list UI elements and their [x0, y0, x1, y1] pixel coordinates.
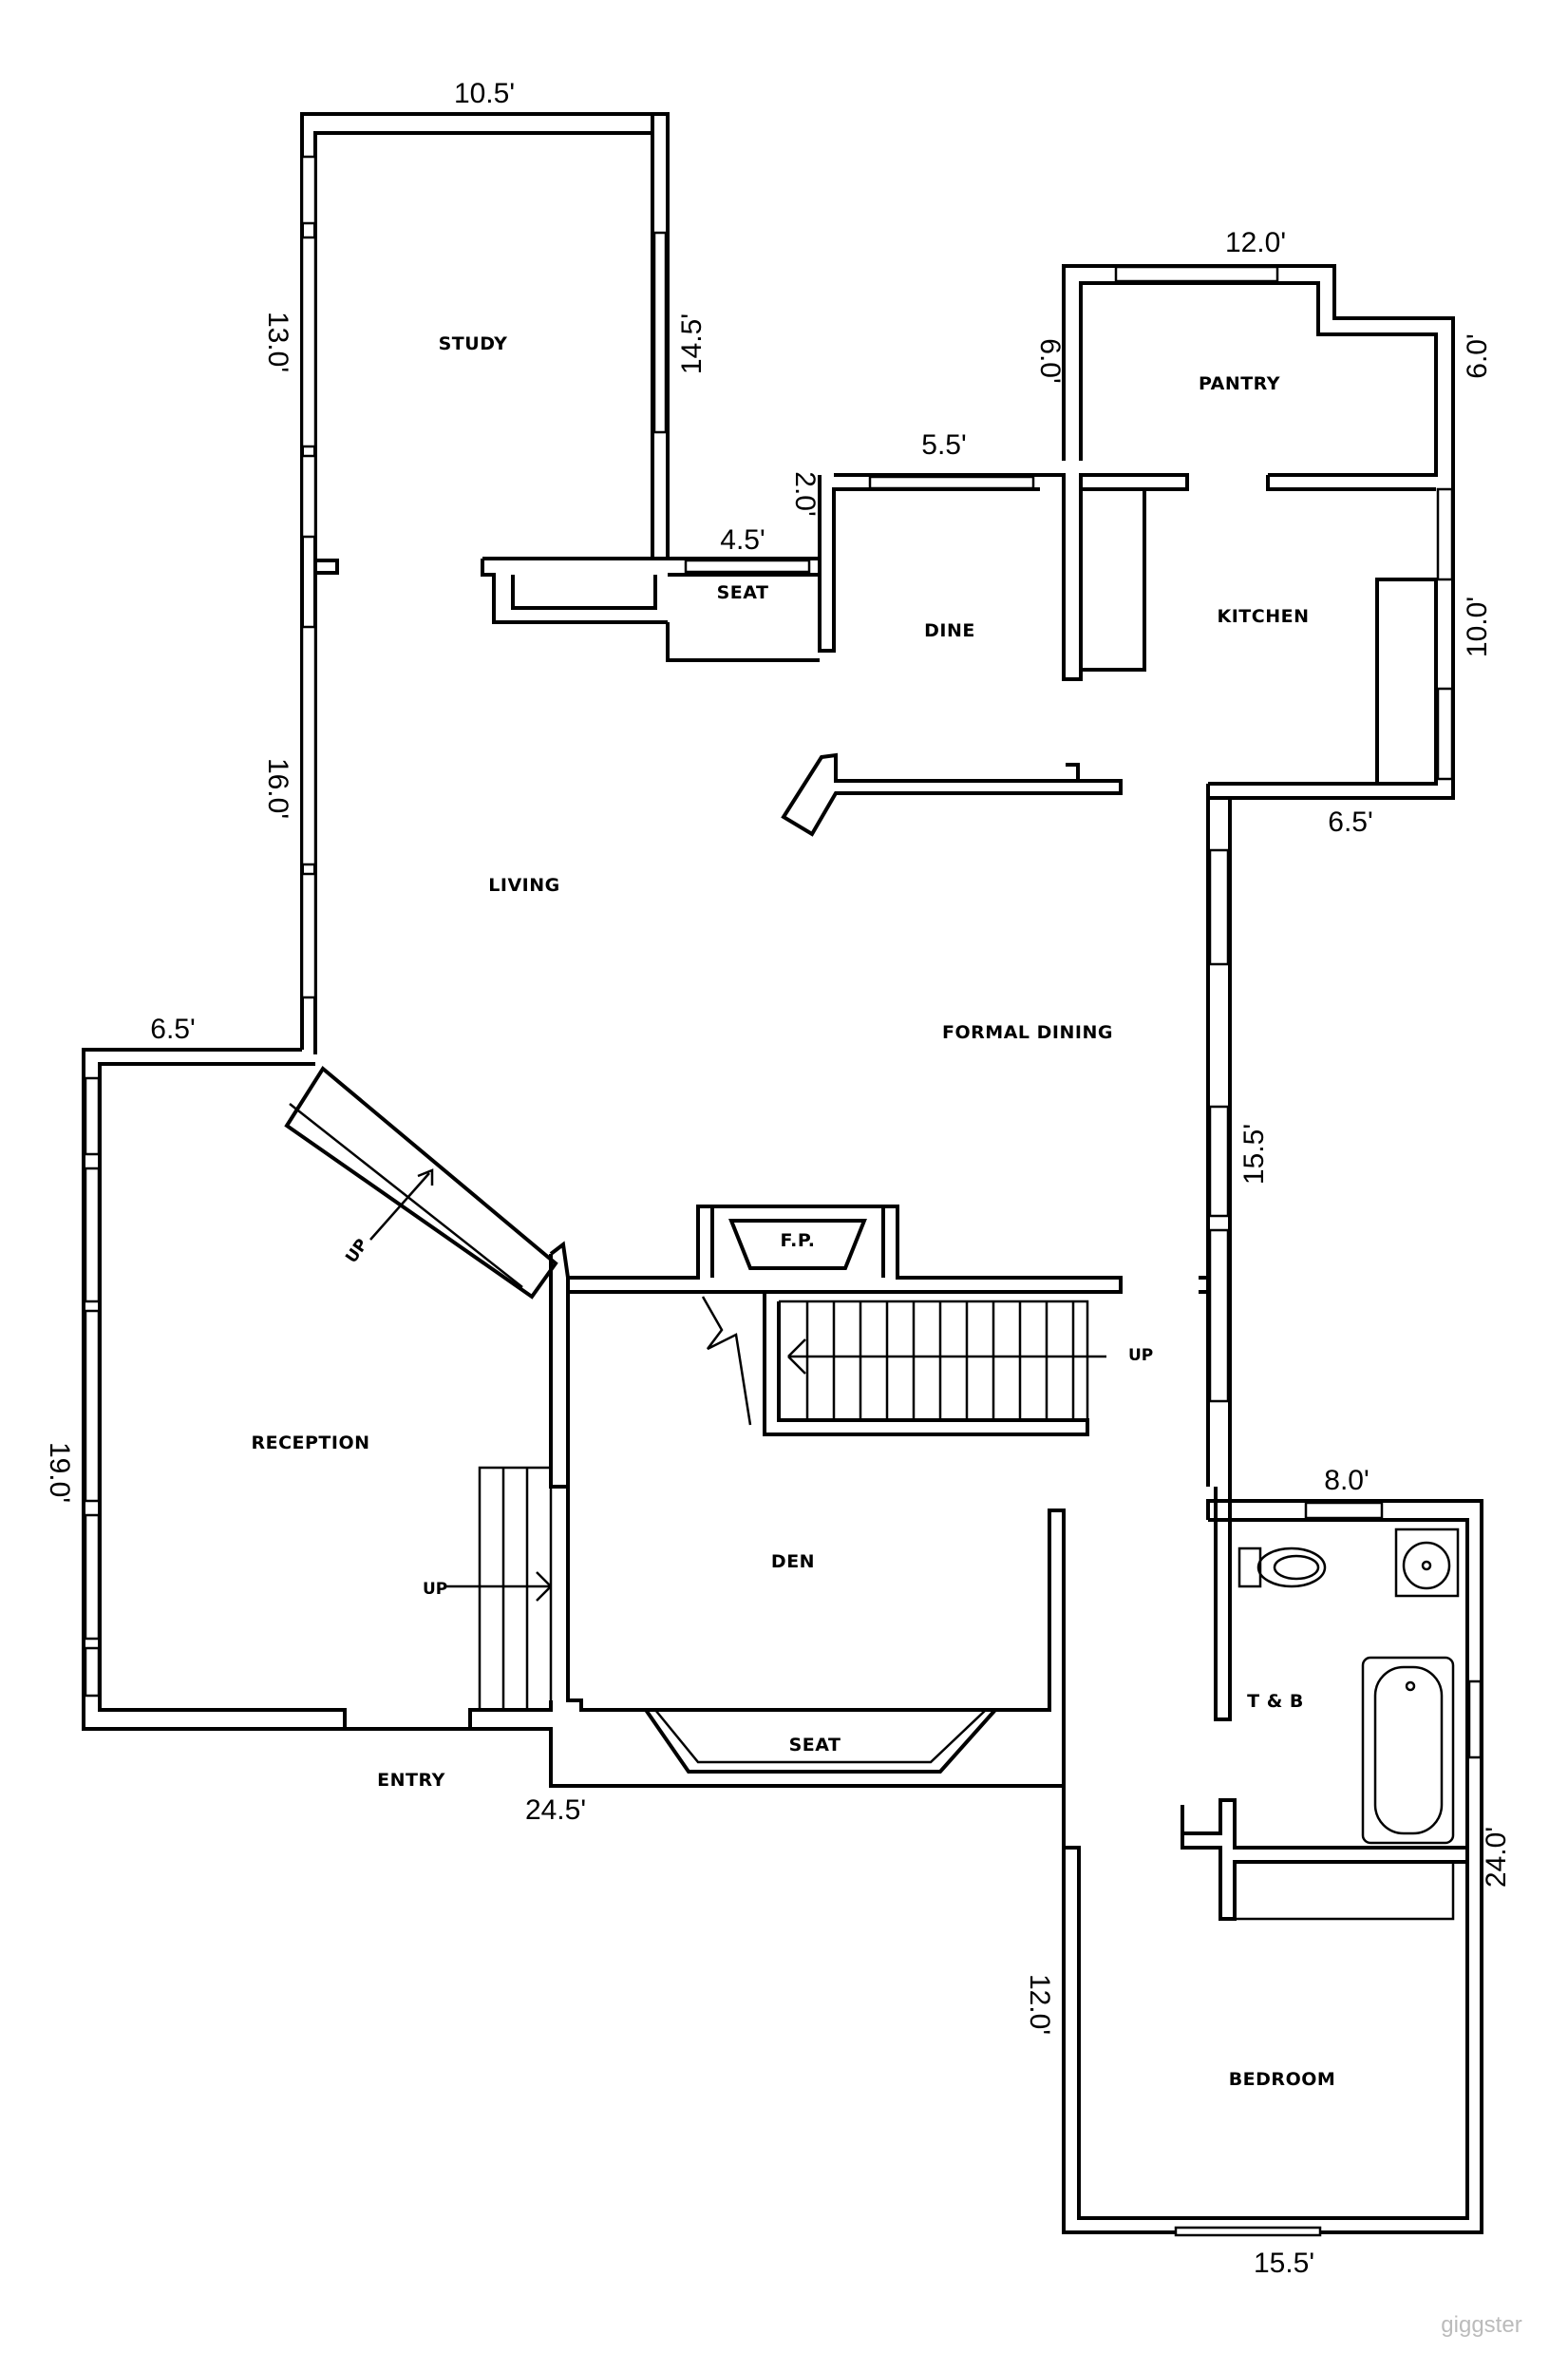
- watermark: giggster: [1441, 2312, 1521, 2338]
- up-reception-label: UP: [423, 1580, 447, 1599]
- dim-dining-right: 15.5': [1238, 1124, 1270, 1185]
- up-diagonal-label: UP: [342, 1236, 371, 1267]
- dim-bath-right: 24.0': [1481, 1827, 1512, 1888]
- reception-stair: [446, 1466, 553, 1712]
- sink-icon: [1394, 1528, 1460, 1598]
- room-label-den: DEN: [771, 1551, 815, 1572]
- room-label-reception: RECEPTION: [251, 1433, 369, 1453]
- room-label-entry: ENTRY: [377, 1770, 445, 1791]
- dim-pantry-width: 12.0': [1225, 227, 1286, 258]
- dim-bath-width: 8.0': [1324, 1465, 1369, 1496]
- room-label-dine: DINE: [924, 620, 975, 641]
- room-label-pantry: PANTRY: [1199, 373, 1280, 394]
- room-label-study: STUDY: [439, 333, 508, 354]
- dining-walls: [1199, 798, 1230, 1520]
- main-stair: [701, 1292, 1106, 1436]
- dim-bedroom-left: 12.0': [1024, 1974, 1055, 2035]
- up-main-label: UP: [1128, 1346, 1153, 1365]
- pantry-walls: [1040, 264, 1455, 1520]
- room-label-formal-dining: FORMAL DINING: [942, 1022, 1113, 1043]
- study-walls: [300, 112, 670, 1054]
- dim-reception-top: 6.5': [150, 1014, 195, 1045]
- room-label-seat-top: SEAT: [717, 582, 769, 603]
- dim-entry-width: 24.5': [525, 1794, 586, 1826]
- dim-study-width: 10.5': [454, 78, 515, 109]
- room-label-kitchen: KITCHEN: [1218, 606, 1310, 627]
- dim-kitchen-right: 10.0': [1462, 597, 1493, 657]
- room-label-living: LIVING: [488, 875, 559, 896]
- bathtub-icon: [1361, 1656, 1455, 1845]
- dim-bedroom-bottom: 15.5': [1254, 2248, 1314, 2279]
- counter-walls: [781, 752, 1123, 837]
- dim-dine-offset: 2.0': [789, 471, 821, 516]
- dim-reception-left: 19.0': [44, 1442, 75, 1503]
- room-label-seat-bottom: SEAT: [789, 1735, 841, 1755]
- bath-walls: [1062, 1487, 1483, 2237]
- dim-dine-width: 5.5': [921, 429, 966, 461]
- room-label-bath: T & B: [1247, 1691, 1304, 1712]
- seat-top-walls: [481, 473, 1040, 662]
- dim-kitchen-bottom: 6.5': [1328, 806, 1372, 838]
- dim-study-right: 14.5': [676, 313, 708, 374]
- room-label-bedroom: BEDROOM: [1229, 2069, 1336, 2090]
- dim-pantry-right: 6.0': [1462, 333, 1493, 378]
- dim-seat-width: 4.5': [720, 524, 765, 556]
- room-label-fireplace: F.P.: [780, 1230, 815, 1251]
- dim-living-left: 16.0': [262, 758, 293, 819]
- diagonal-stair: UP: [284, 1066, 558, 1300]
- toilet-icon: [1237, 1547, 1327, 1588]
- den-walls: [551, 1485, 1066, 1786]
- dim-study-left-upper: 13.0': [262, 312, 293, 372]
- reception-den-wall: [549, 1205, 1123, 1489]
- reception-walls: [82, 1048, 1064, 1788]
- dim-pantry-left: 6.0': [1034, 338, 1066, 383]
